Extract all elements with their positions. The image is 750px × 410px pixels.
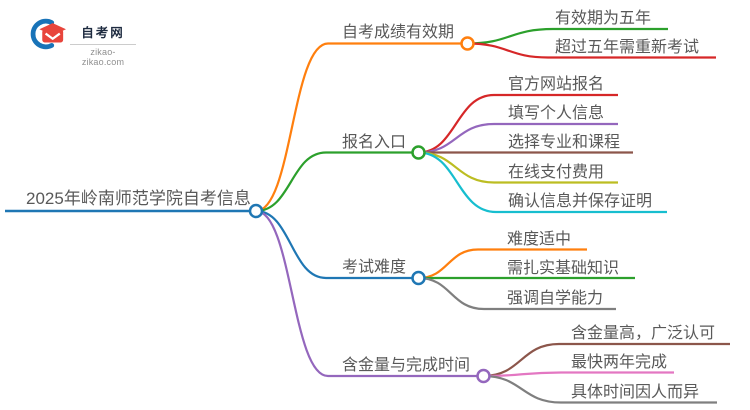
- brand-divider: [70, 44, 136, 45]
- leaf-label-high-value-recognized: 含金量高，广泛认可: [571, 325, 716, 342]
- link-difficulty-child-3: [418, 276, 616, 311]
- leaf-label-official-website: 官方网站报名: [508, 76, 605, 93]
- link-difficulty-child-1: [418, 248, 587, 280]
- leaf-label-moderate-difficulty: 难度适中: [507, 231, 572, 248]
- leaf-label-fastest-two-years: 最快两年完成: [571, 354, 668, 371]
- registration-node-circle[interactable]: [411, 145, 426, 160]
- branch-label-registration: 报名入口: [342, 134, 407, 151]
- crescent-shape: [30, 18, 55, 50]
- leaf-label-time-varies: 具体时间因人而异: [571, 384, 700, 401]
- link-validity-child-1: [467, 27, 668, 45]
- leaf-label-confirm-save-proof: 确认信息并保存证明: [508, 193, 653, 210]
- link-value-child-3: [483, 374, 717, 404]
- brand-domain: zikao-zikao.com: [81, 47, 125, 67]
- leaf-label-solid-basics: 需扎实基础知识: [507, 260, 620, 277]
- value-time-node-circle[interactable]: [476, 368, 491, 384]
- branch-label-score-validity: 自考成绩有效期: [342, 24, 455, 41]
- link-registration-child-5: [418, 151, 667, 214]
- leaf-label-self-study-ability: 强调自学能力: [507, 290, 604, 307]
- graduation-cap-icon: [30, 18, 66, 50]
- link-registration-child-1: [418, 93, 618, 154]
- link-registration-child-2: [418, 122, 618, 154]
- leaf-label-pay-online: 在线支付费用: [508, 164, 605, 181]
- brand-title: 自考网: [81, 26, 125, 40]
- link-root-to-registration: [255, 151, 412, 213]
- link-root-to-difficulty: [255, 209, 412, 280]
- leaf-label-retake-after-five: 超过五年需重新考试: [555, 39, 700, 56]
- leaf-label-valid-five-years: 有效期为五年: [555, 10, 652, 27]
- link-value-child-1: [483, 342, 730, 378]
- branch-label-difficulty: 考试难度: [342, 259, 407, 276]
- link-root-to-score-validity: [255, 42, 461, 213]
- site-logo[interactable]: 自考网 zikao-zikao.com: [28, 16, 136, 67]
- leaf-label-fill-personal-info: 填写个人信息: [508, 105, 605, 122]
- branch-label-value-time: 含金量与完成时间: [342, 357, 471, 374]
- difficulty-node-circle[interactable]: [411, 270, 426, 286]
- link-root-to-value-time: [255, 209, 477, 378]
- score-validity-node-circle[interactable]: [460, 36, 475, 51]
- cap-chevron-shape: [44, 32, 61, 41]
- link-value-child-2: [483, 371, 674, 378]
- root-node-circle[interactable]: [248, 203, 264, 219]
- link-validity-child-2: [467, 42, 716, 59]
- root-node-label: 2025年岭南师范学院自考信息: [26, 189, 251, 208]
- leaf-label-choose-major-courses: 选择专业和课程: [508, 134, 621, 151]
